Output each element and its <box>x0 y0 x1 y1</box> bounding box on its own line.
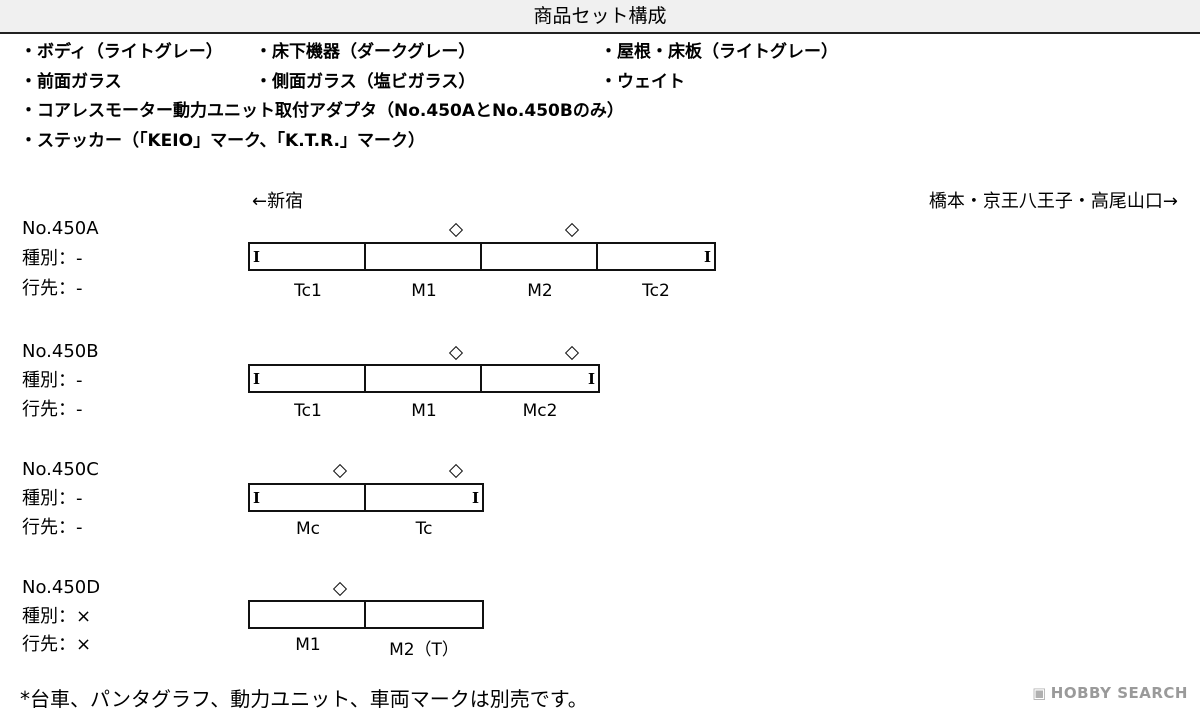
train-car <box>366 244 482 269</box>
contents-item-body: ・ボディ（ライトグレー） <box>20 42 223 62</box>
pantograph-icon <box>564 345 580 361</box>
car-code: Tc2 <box>642 281 670 301</box>
train-car: I <box>250 485 366 510</box>
car-code: Tc <box>415 519 433 539</box>
car-code: M1 <box>295 635 321 655</box>
pantograph-icon <box>448 463 464 479</box>
cab-end-mark: I <box>253 248 261 266</box>
contents-item-roof-floor: ・屋根・床板（ライトグレー） <box>600 42 838 62</box>
pantograph-icon <box>564 222 580 238</box>
hobbysearch-logo-icon: ▣ <box>1032 684 1047 702</box>
cab-end-mark: I <box>253 489 261 507</box>
car-code: M1 <box>411 281 437 301</box>
page-header: 商品セット構成 <box>0 0 1200 34</box>
train-car <box>366 366 482 391</box>
set-dest-label: 行先：- <box>22 399 83 420</box>
direction-left: ←新宿 <box>252 191 304 212</box>
train-car: I <box>250 366 366 391</box>
set-dest-label: 行先：× <box>22 634 92 655</box>
train-car: I <box>366 485 482 510</box>
set-type-label: 種別：- <box>22 248 83 269</box>
car-code: Tc1 <box>294 281 322 301</box>
car-code: Tc1 <box>294 401 322 421</box>
pantograph-icon <box>448 345 464 361</box>
watermark: ▣HOBBY SEARCH <box>1032 684 1188 702</box>
train-car: I <box>598 244 714 269</box>
pantograph-icon <box>448 222 464 238</box>
contents-item-side-glass: ・側面ガラス（塩ビガラス） <box>255 71 476 92</box>
train-car <box>250 602 366 627</box>
train-formation: I I <box>248 242 716 271</box>
cab-end-mark: I <box>703 248 711 266</box>
train-car: I <box>250 244 366 269</box>
set-name: No.450C <box>22 459 99 480</box>
car-code: Mc2 <box>522 401 558 421</box>
train-car <box>366 602 482 627</box>
contents-item-sticker: ・ステッカー（「KEIO」マーク、「K.T.R.」マーク） <box>20 130 425 151</box>
contents-item-underfloor: ・床下機器（ダークグレー） <box>255 42 476 62</box>
footer-note: *台車、パンタグラフ、動力ユニット、車両マークは別売です。 <box>20 687 588 711</box>
set-dest-label: 行先：- <box>22 278 83 299</box>
train-car <box>482 244 598 269</box>
train-formation <box>248 600 484 629</box>
set-dest-label: 行先：- <box>22 517 83 538</box>
train-formation: I I <box>248 483 484 512</box>
train-car: I <box>482 366 598 391</box>
set-type-label: 種別：- <box>22 488 83 509</box>
set-name: No.450D <box>22 577 101 598</box>
set-name: No.450B <box>22 341 99 362</box>
car-code: M1 <box>411 401 437 421</box>
pantograph-icon <box>332 581 348 597</box>
direction-right: 橋本・京王八王子・高尾山口→ <box>928 191 1178 212</box>
car-code: Mc <box>295 519 320 539</box>
contents-item-motor-adapter: ・コアレスモーター動力ユニット取付アダプタ（No.450AとNo.450Bのみ） <box>20 101 624 121</box>
cab-end-mark: I <box>253 370 261 388</box>
watermark-text: HOBBY SEARCH <box>1050 684 1188 702</box>
set-type-label: 種別：× <box>22 606 92 627</box>
page-title: 商品セット構成 <box>533 5 667 27</box>
pantograph-icon <box>332 463 348 479</box>
car-code: M2 <box>527 281 553 301</box>
car-code: M2（T） <box>389 640 459 660</box>
cab-end-mark: I <box>587 370 595 388</box>
train-formation: I I <box>248 364 600 393</box>
contents-item-weight: ・ウェイト <box>600 71 685 92</box>
contents-item-front-glass: ・前面ガラス <box>20 71 122 92</box>
cab-end-mark: I <box>471 489 479 507</box>
set-name: No.450A <box>22 218 99 239</box>
set-type-label: 種別：- <box>22 370 83 391</box>
